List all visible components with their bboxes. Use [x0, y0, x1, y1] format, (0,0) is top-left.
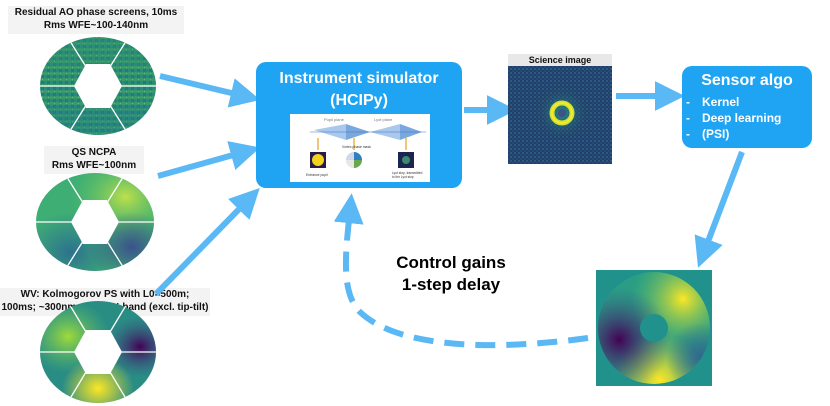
input-caption-residual-ao: Residual AO phase screens, 10ms Rms WFE~…	[8, 6, 184, 34]
simulator-title-line-2: (HCIPy)	[330, 92, 388, 109]
simulator-title: Instrument simulator (HCIPy)	[256, 68, 462, 112]
caption-line-1: WV: Kolmogorov PS with L0=500m;	[20, 289, 190, 300]
sensor-algo-item: -Kernel	[686, 95, 740, 109]
caption-line-1: QS NCPA	[71, 147, 117, 158]
water-vapour-phase-screen-icon	[40, 301, 156, 403]
caption-line-2: Rms WFE~100nm	[51, 160, 137, 171]
simulator-title-line-1: Instrument simulator	[279, 70, 439, 87]
feedback-line-2: 1-step delay	[401, 275, 501, 294]
correction-phase-map-icon	[596, 270, 712, 386]
caption-line-2: Rms WFE~100-140nm	[43, 20, 149, 31]
instrument-simulator-box: Instrument simulator (HCIPy) Pupil plane…	[256, 62, 462, 188]
residual-ao-phase-screen-icon	[40, 37, 156, 135]
science-image-panel: Science image	[508, 54, 612, 164]
vortex-mask-label: Vortex phase mask	[342, 145, 371, 149]
lyot-plane-label: Lyot plane	[374, 117, 393, 122]
arrow-input3-to-simulator	[153, 187, 260, 297]
feedback-label: Control gains 1-step delay	[372, 252, 530, 296]
science-image-label: Science image	[508, 54, 612, 66]
optical-schematic-icon: Pupil plane Lyot plane Entrance pupil Vo…	[306, 117, 426, 179]
ncpa-phase-screen-icon	[36, 173, 154, 271]
sensor-algo-box: Sensor algo -Kernel -Deep learning -(PSI…	[682, 66, 812, 148]
sensor-algo-title: Sensor algo	[701, 72, 793, 89]
lyot-stop-label-2: to the Lyot stop	[392, 175, 414, 179]
feedback-line-1: Control gains	[396, 253, 506, 272]
entrance-pupil-label: Entrance pupil	[306, 173, 328, 177]
arrow-algo-to-correction	[694, 150, 745, 268]
science-image-psf-icon	[508, 66, 612, 164]
sensor-algo-item: -Deep learning	[686, 111, 782, 125]
optical-schematic: Pupil plane Lyot plane Entrance pupil Vo…	[290, 114, 430, 182]
input-caption-ncpa: QS NCPA Rms WFE~100nm	[44, 146, 144, 174]
sensor-algo-list: -Kernel -Deep learning -(PSI)	[686, 94, 812, 142]
lyot-stop-label: Lyot stop, transmitted	[392, 171, 423, 175]
arrow-input1-to-simulator	[159, 73, 261, 108]
sensor-algo-item: -(PSI)	[686, 127, 730, 141]
caption-line-1: Residual AO phase screens, 10ms	[14, 7, 178, 18]
arrow-input2-to-simulator	[157, 141, 261, 179]
arrow-feedback-loop	[333, 193, 589, 349]
pupil-plane-label: Pupil plane	[324, 117, 345, 122]
